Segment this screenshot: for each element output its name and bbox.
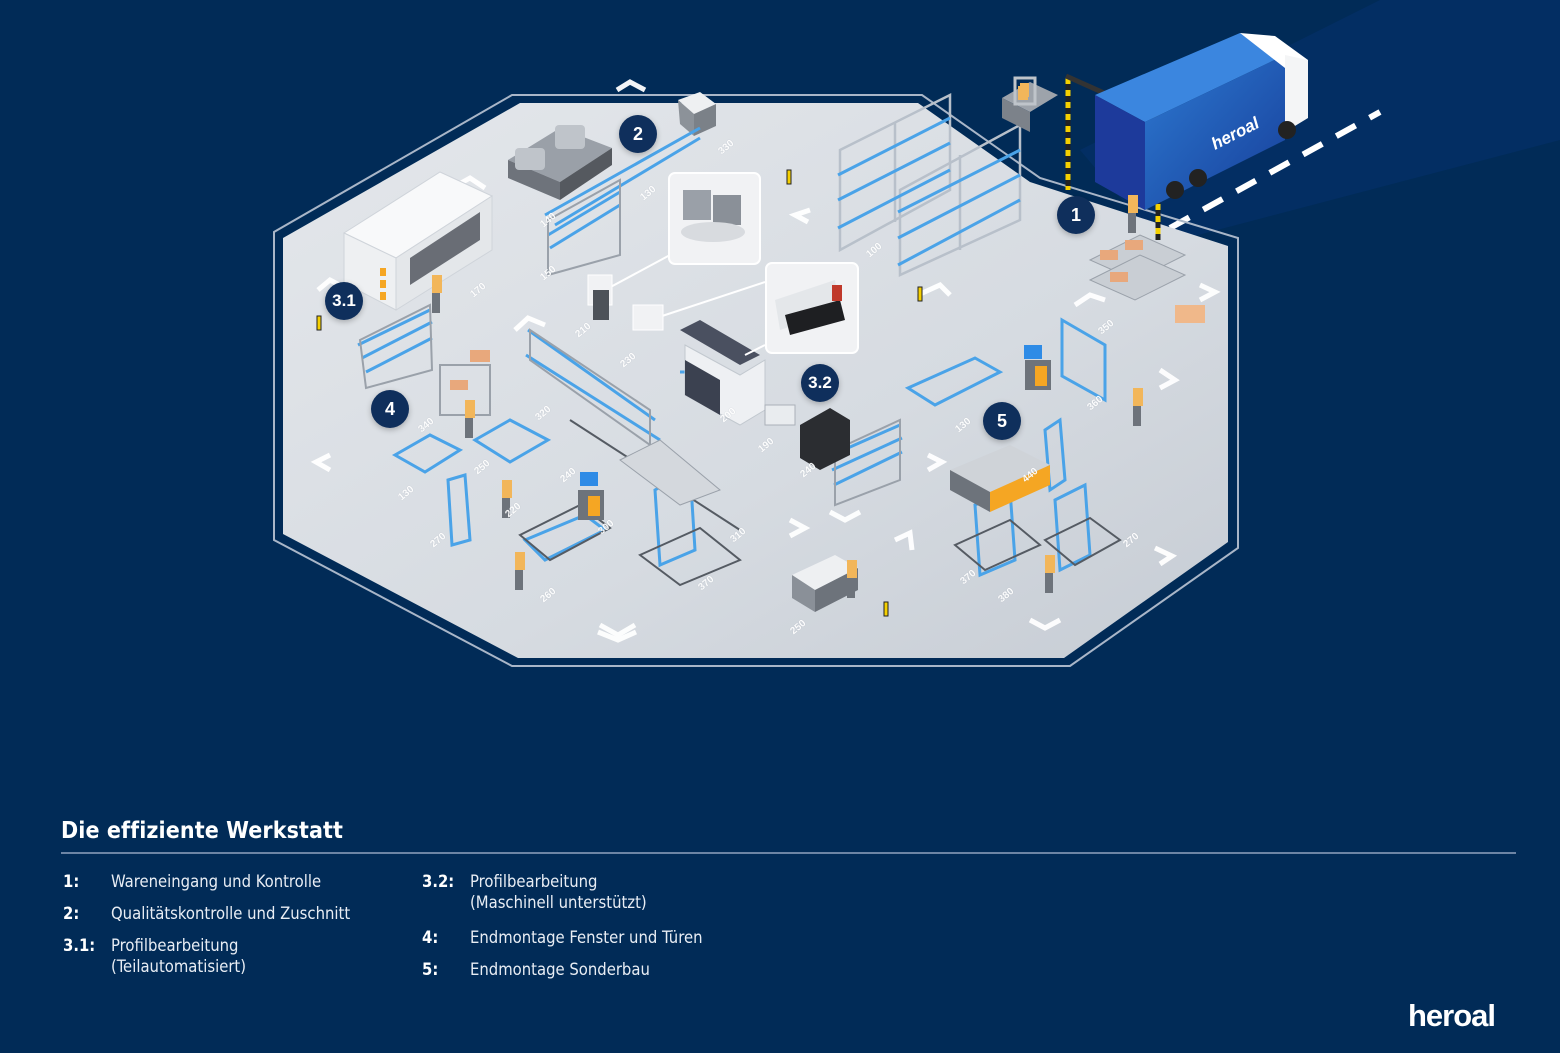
legend-divider bbox=[61, 852, 1516, 854]
zone-brackets bbox=[310, 79, 1221, 643]
legend-text: Profilbearbeitung (Teilautomatisiert) bbox=[111, 936, 247, 976]
safety-bollards bbox=[316, 169, 923, 617]
delivery-truck: heroal bbox=[1095, 33, 1308, 210]
profile-machining-center bbox=[342, 171, 494, 311]
profile-racks bbox=[357, 126, 903, 487]
legend-column-right: 3.2: Profilbearbeitung (Maschinell unter… bbox=[422, 871, 703, 991]
legend-number: 3.1: bbox=[63, 936, 96, 955]
station-marker-3-2[interactable]: 3.2 bbox=[801, 364, 839, 402]
workers bbox=[432, 83, 1143, 598]
legend-text: Endmontage Fenster und Türen bbox=[470, 928, 703, 947]
forklift bbox=[1002, 76, 1058, 132]
station-marker-4[interactable]: 4 bbox=[371, 390, 409, 428]
assembly-tables bbox=[391, 317, 1122, 587]
station-marker-2[interactable]: 2 bbox=[619, 115, 657, 153]
storage-racks bbox=[837, 92, 1022, 277]
legend-number: 3.2: bbox=[422, 872, 455, 891]
legend-item: 5: Endmontage Sonderbau bbox=[422, 959, 703, 980]
legend-item: 2: Qualitätskontrolle und Zuschnitt bbox=[63, 903, 350, 924]
legend-number: 2: bbox=[63, 904, 80, 923]
station-marker-3-1[interactable]: 3.1 bbox=[325, 282, 363, 320]
legend-title: Die effiziente Werkstatt bbox=[61, 818, 344, 844]
floor-outline bbox=[273, 94, 1239, 667]
legend-item: 3.2: Profilbearbeitung (Maschinell unter… bbox=[422, 871, 703, 913]
legend-item: 4: Endmontage Fenster und Türen bbox=[422, 927, 703, 948]
workshop-floor-plan: heroal bbox=[273, 0, 1560, 667]
station-marker-1[interactable]: 1 bbox=[1057, 196, 1095, 234]
legend-text: Profilbearbeitung (Maschinell unterstütz… bbox=[470, 872, 647, 912]
legend-text: Qualitätskontrolle und Zuschnitt bbox=[111, 904, 351, 923]
goods-shelves bbox=[439, 234, 1205, 416]
machine-callouts bbox=[587, 172, 859, 356]
legend-number: 1: bbox=[63, 872, 80, 891]
machining-line bbox=[619, 320, 850, 506]
legend-text: Endmontage Sonderbau bbox=[470, 960, 650, 979]
legend-item: 3.1: Profilbearbeitung (Teilautomatisier… bbox=[63, 935, 350, 977]
legend-item: 1: Wareneingang und Kontrolle bbox=[63, 871, 350, 892]
legend-number: 5: bbox=[422, 960, 439, 979]
legend-number: 4: bbox=[422, 928, 439, 947]
brand-logo: heroal bbox=[1408, 998, 1496, 1033]
station-marker-5[interactable]: 5 bbox=[983, 402, 1021, 440]
legend-column-left: 1: Wareneingang und Kontrolle 2: Qualitä… bbox=[63, 871, 350, 988]
legend-text: Wareneingang und Kontrolle bbox=[111, 872, 322, 891]
cutting-machine bbox=[508, 125, 612, 200]
